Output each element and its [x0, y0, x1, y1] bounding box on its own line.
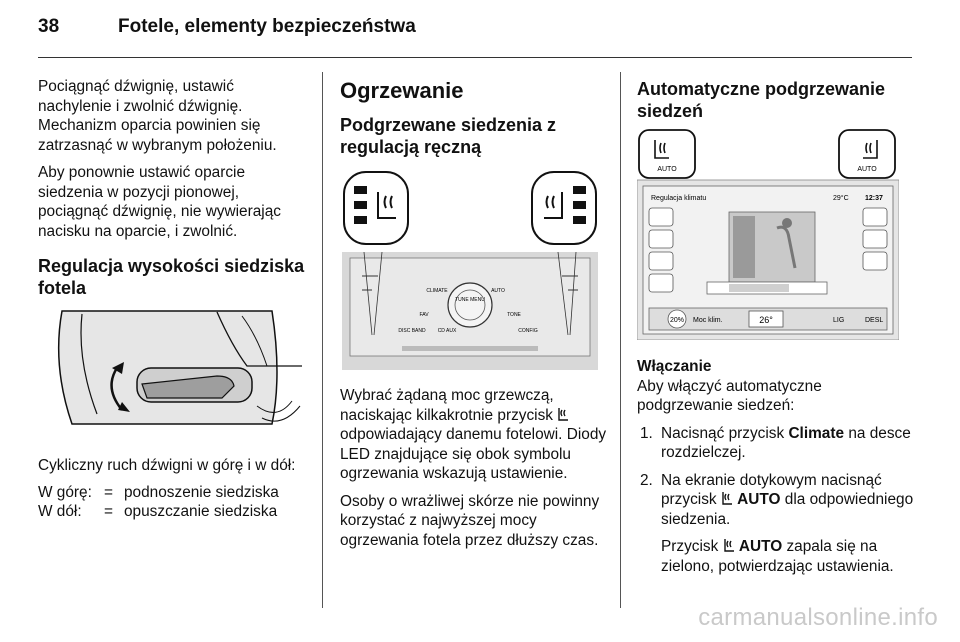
middle-column: Ogrzewanie Podgrzewane siedzenia z regul… — [340, 78, 610, 166]
fav-label: FAV — [419, 312, 429, 318]
screen-title: Regulacja klimatu — [651, 195, 706, 202]
header-rule — [38, 57, 912, 58]
left-auto-label: AUTO — [657, 166, 677, 173]
cd-label: CD AUX — [438, 328, 457, 334]
list-item: 1. Nacisnąć przycisk Climate na desce ro… — [640, 424, 911, 462]
auto-label: AUTO — [491, 288, 505, 294]
step1-text: Nacisnąć przycisk — [661, 424, 785, 442]
row-key: W dół: — [38, 503, 82, 520]
steps-list: 1. Nacisnąć przycisk Climate na desce ro… — [637, 424, 919, 577]
note-text: Przycisk — [661, 538, 719, 555]
step1-climate: Climate — [788, 424, 845, 442]
manual-heated-seat-illustration: TUNE MENU CLIMATE AUTO FAV TONE DISC BAN… — [342, 170, 598, 370]
row-value: podnoszenie siedziska — [124, 483, 279, 501]
seat-heat-icon — [558, 407, 569, 421]
note-text-end: zapala się na zielono, potwierdzając ust… — [661, 538, 894, 575]
left-column-bottom: Cykliczny ruch dźwigni w górę i w dół: W… — [38, 456, 318, 522]
table-row: W górę: = podnoszenie siedziska — [38, 483, 279, 503]
seat-heat-icon — [722, 492, 732, 505]
seat-lever-illustration — [42, 306, 302, 430]
heading-heating: Ogrzewanie — [340, 78, 464, 103]
row-equals: = — [104, 503, 113, 520]
heading-manual-heated-seats: Podgrzewane siedzenia z regulacją ręczną — [340, 115, 557, 157]
config-label: CONFIG — [518, 328, 538, 334]
disc-label: DISC BAND — [398, 328, 426, 334]
column-divider-2 — [620, 72, 621, 608]
step1-text-end: na desce rozdzielczej. — [661, 424, 911, 462]
row-equals: = — [104, 483, 113, 501]
row-key: W górę: — [38, 483, 92, 501]
paragraph-select-power-b: odpowiadający danemu fotelowi. Diody LED… — [340, 426, 607, 482]
screen-temp: 29°C — [833, 194, 849, 202]
screen-set-temp: 26° — [759, 315, 773, 325]
heading-seat-height: Regulacja wysokości siedziska fotela — [38, 256, 305, 298]
heading-enabling: Włączanie — [637, 358, 712, 375]
step2-note: Przycisk AUTO zapala się na zielono, pot… — [661, 537, 919, 576]
list-item: 2. Na ekranie dotykowym nacisnąć przycis… — [637, 471, 919, 577]
page-title: Fotele, elementy bezpieczeństwa — [118, 16, 416, 37]
step2-text: Na ekranie dotykowym nacisnąć przycisk — [661, 471, 882, 509]
screen-desl: DESL — [865, 317, 883, 324]
paragraph-recline: Pociągnąć dźwignię, ustawić nachylenie i… — [38, 78, 277, 154]
screen-power: 20% — [670, 317, 684, 324]
note-auto: AUTO — [738, 538, 783, 555]
step2-auto: AUTO — [737, 491, 781, 508]
paragraph-select-power: Wybrać żądaną moc grzewczą, naciskając k… — [340, 386, 612, 484]
screen-lig: LIG — [833, 317, 844, 324]
middle-column-bottom: Wybrać żądaną moc grzewczą, naciskając k… — [340, 386, 612, 558]
lever-table: W górę: = podnoszenie siedziska W dół: =… — [38, 483, 279, 522]
right-column: Automatyczne podgrzewanie siedzeń — [637, 78, 917, 130]
tone-label: TONE — [507, 312, 521, 318]
tune-label: TUNE MENU — [455, 297, 485, 303]
paragraph-sensitive-skin: Osoby o wrażliwej skórze nie powinny kor… — [340, 492, 600, 549]
left-column: Pociągnąć dźwignię, ustawić nachylenie i… — [38, 77, 310, 307]
auto-heated-seat-illustration: Regulacja klimatu 29°C 12:37 20% Moc kli… — [637, 128, 899, 340]
step2-text-end: dla odpowiedniego siedzenia. — [661, 491, 914, 528]
lever-caption: Cykliczny ruch dźwigni w górę i w dół: — [38, 457, 296, 474]
seat-heat-icon — [723, 539, 734, 552]
climate-label: CLIMATE — [426, 288, 448, 294]
paragraph-enable-intro: Aby włączyć automatyczne podgrzewanie si… — [637, 377, 822, 415]
column-divider-1 — [322, 72, 323, 608]
screen-power-label: Moc klim. — [693, 317, 723, 324]
paragraph-select-power-a: Wybrać żądaną moc grzewczą, naciskając k… — [340, 387, 554, 424]
page-number: 38 — [38, 16, 60, 37]
heading-auto-heated-seats: Automatyczne podgrzewanie siedzeń — [637, 79, 886, 121]
table-row: W dół: = opuszczanie siedziska — [38, 502, 279, 522]
row-value: opuszczanie siedziska — [124, 503, 278, 520]
right-auto-label: AUTO — [857, 166, 877, 173]
watermark: carmanualsonline.info — [698, 604, 938, 631]
screen-time: 12:37 — [865, 195, 883, 202]
right-column-bottom: Włączanie Aby włączyć automatyczne podgr… — [637, 357, 919, 584]
paragraph-upright: Aby ponownie ustawić oparcie siedzenia w… — [38, 164, 281, 240]
